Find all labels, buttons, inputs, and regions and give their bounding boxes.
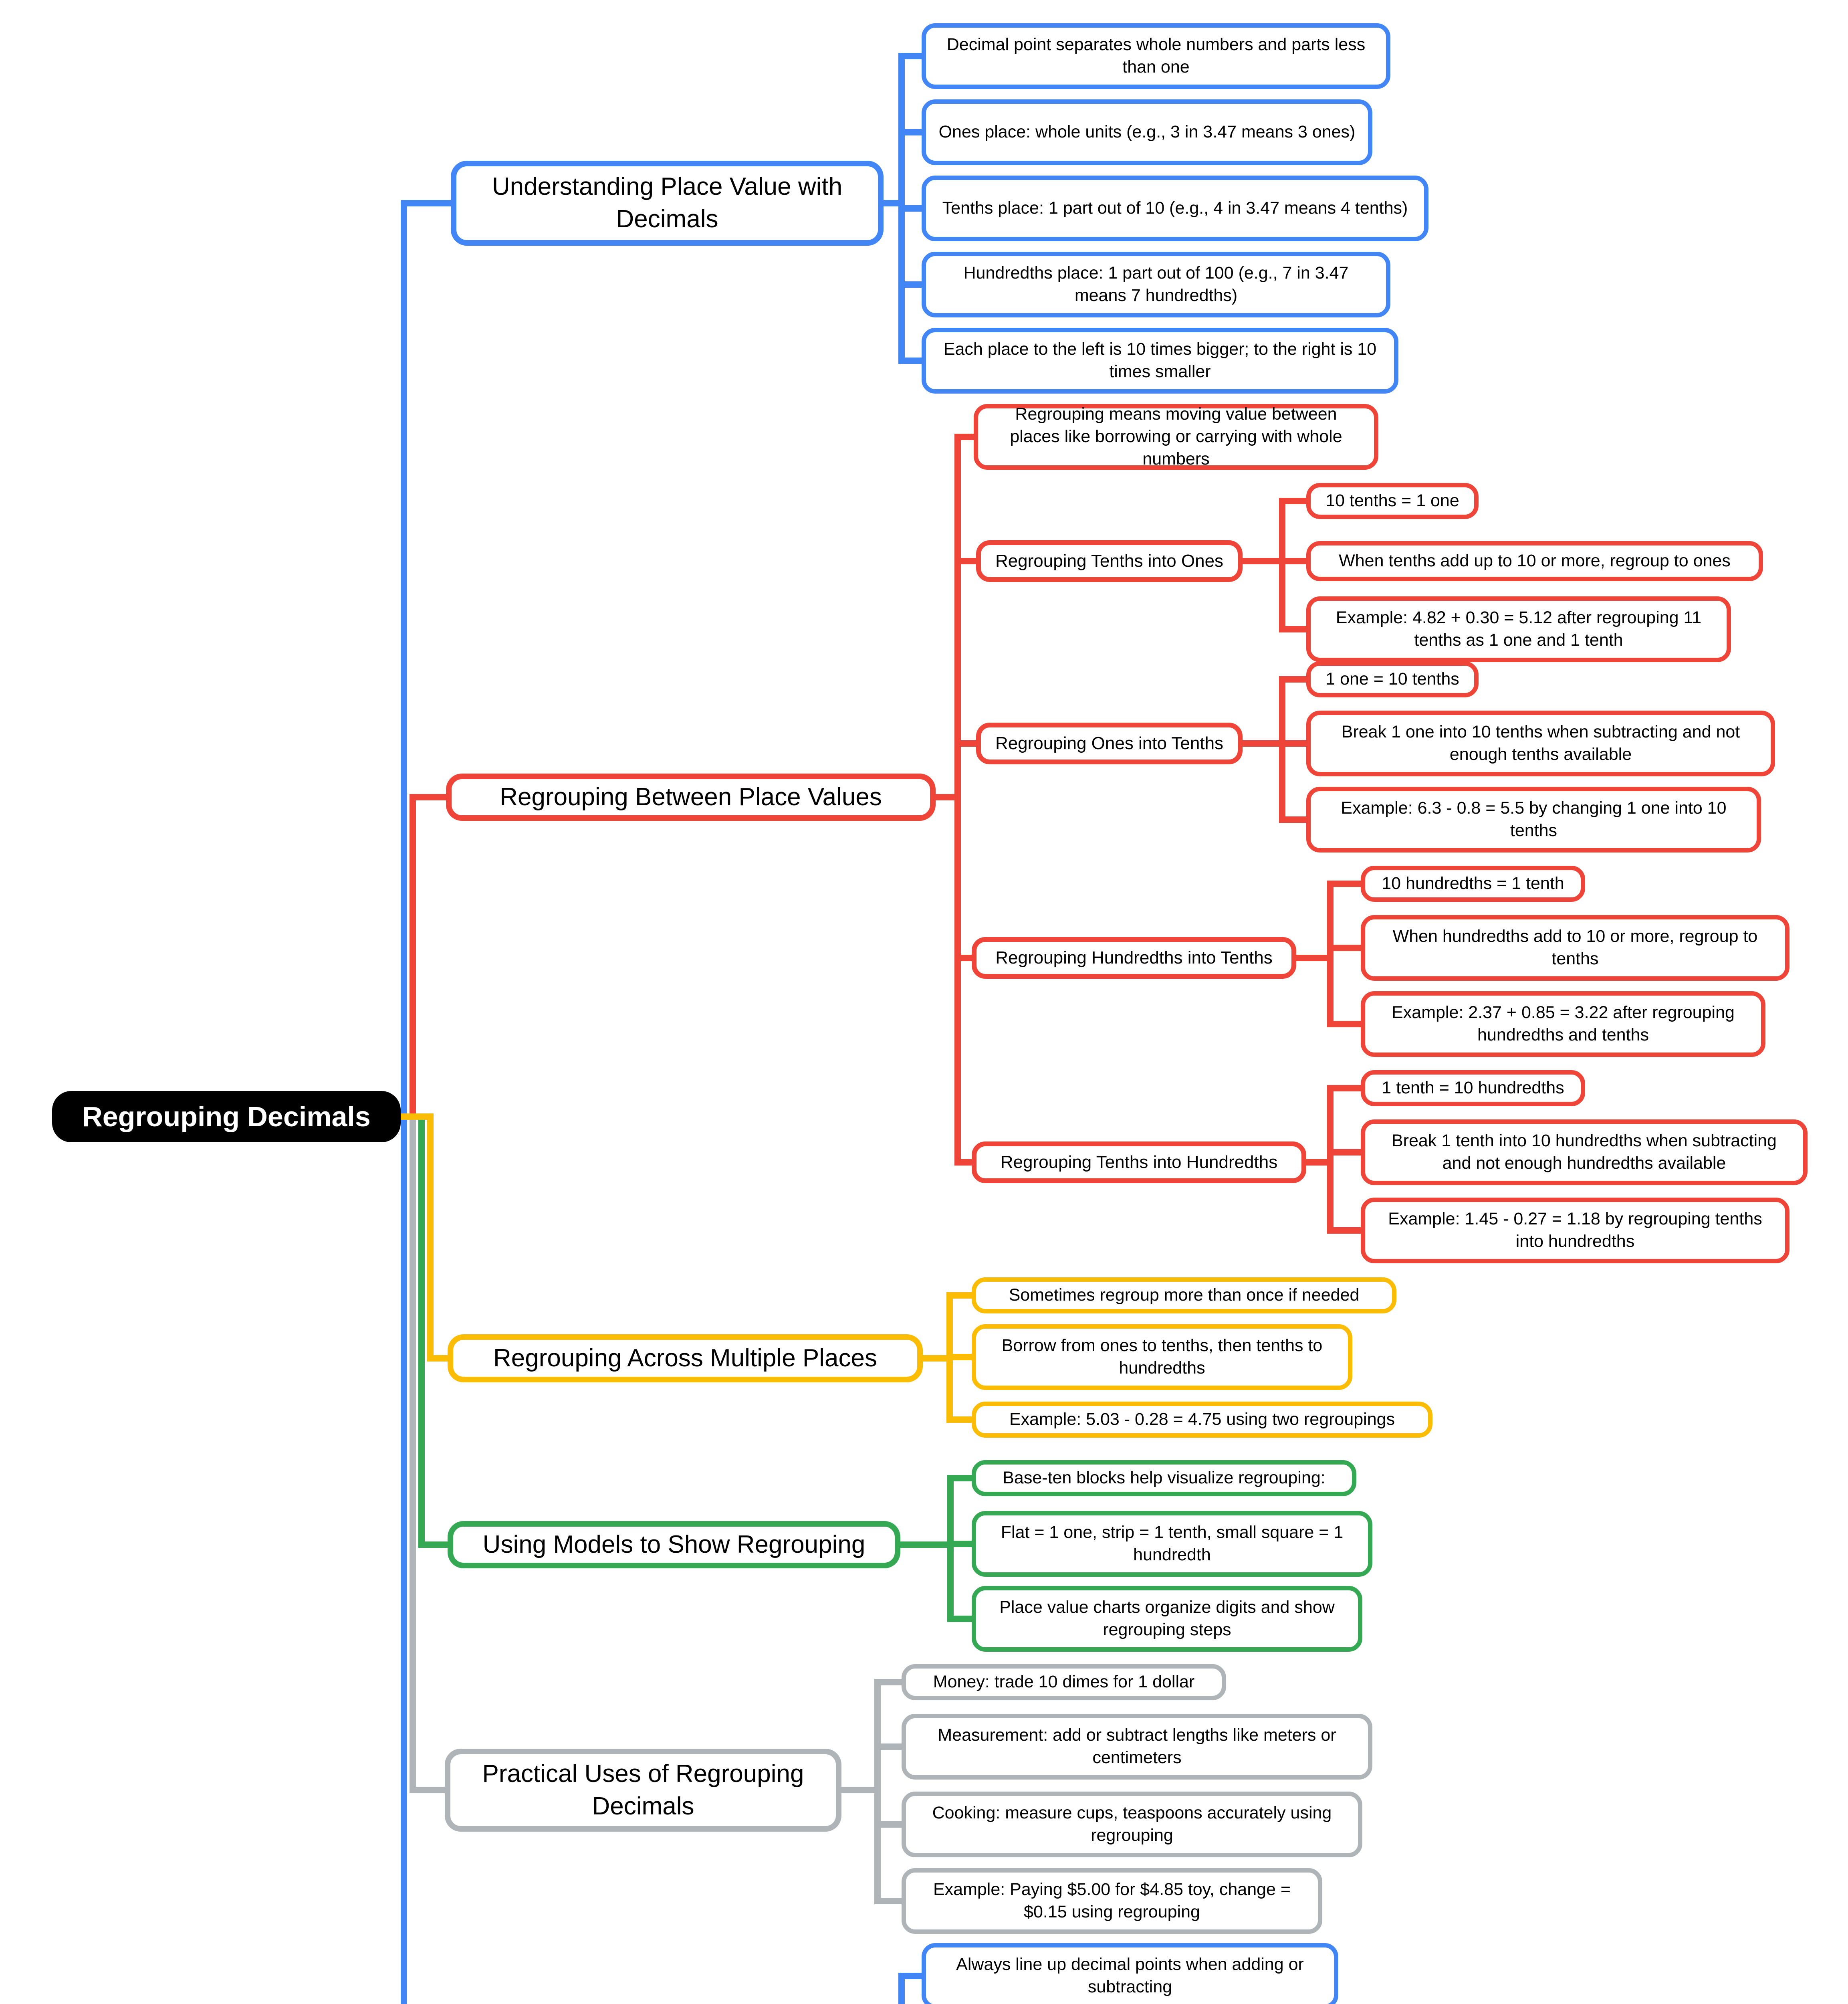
connector <box>936 794 972 961</box>
child-node: Measurement: add or subtract lengths lik… <box>902 1714 1372 1780</box>
subbranch-tenths-into-hundredths: Regrouping Tenths into Hundredths <box>972 1141 1306 1183</box>
child-node: Cooking: measure cups, teaspoons accurat… <box>902 1792 1362 1857</box>
leaf-node: 1 one = 10 tenths <box>1306 661 1479 697</box>
child-node: Regrouping means moving value between pl… <box>974 404 1378 470</box>
leaf-node: Break 1 one into 10 tenths when subtract… <box>1306 711 1775 776</box>
connector <box>900 1541 972 1622</box>
connector <box>841 1787 902 1828</box>
subbranch-hundredths-into-tenths: Regrouping Hundredths into Tenths <box>972 937 1296 979</box>
connector <box>936 794 972 1166</box>
connector <box>923 1355 972 1423</box>
connector <box>884 200 922 364</box>
connector <box>923 1292 972 1362</box>
leaf-node: When hundredths add to 10 or more, regro… <box>1361 915 1789 981</box>
root-node: Regrouping Decimals <box>52 1091 401 1142</box>
leaf-node: When tenths add up to 10 or more, regrou… <box>1306 541 1763 581</box>
subbranch-tenths-into-ones: Regrouping Tenths into Ones <box>976 540 1243 582</box>
connector <box>841 1679 902 1793</box>
branch-using-models: Using Models to Show Regrouping <box>448 1521 900 1568</box>
subbranch-ones-into-tenths: Regrouping Ones into Tenths <box>976 723 1243 764</box>
connector <box>1243 558 1306 632</box>
connector <box>401 1113 448 1548</box>
child-node: Always line up decimal points when addin… <box>922 1943 1338 2004</box>
child-node: Example: 5.03 - 0.28 = 4.75 using two re… <box>972 1402 1432 1438</box>
leaf-node: Example: 1.45 - 0.27 = 1.18 by regroupin… <box>1361 1198 1789 1263</box>
child-node: Tenths place: 1 part out of 10 (e.g., 4 … <box>922 176 1428 241</box>
child-node: Flat = 1 one, strip = 1 tenth, small squ… <box>972 1511 1372 1577</box>
branch-regrouping-across-multiple-places: Regrouping Across Multiple Places <box>448 1334 923 1382</box>
leaf-node: Break 1 tenth into 10 hundredths when su… <box>1361 1119 1808 1185</box>
connector <box>401 200 451 1120</box>
connector <box>1296 955 1361 1027</box>
connector <box>1243 740 1306 823</box>
child-node: Example: Paying $5.00 for $4.85 toy, cha… <box>902 1868 1322 1934</box>
connector <box>841 1743 902 1793</box>
child-node: Money: trade 10 dimes for 1 dollar <box>902 1664 1226 1700</box>
connector <box>401 794 446 1120</box>
child-node: Hundredths place: 1 part out of 100 (e.g… <box>922 252 1390 317</box>
leaf-node: Example: 2.37 + 0.85 = 3.22 after regrou… <box>1361 991 1765 1057</box>
leaf-node: 10 tenths = 1 one <box>1306 483 1479 519</box>
connector <box>1306 1159 1361 1234</box>
connector <box>936 740 976 800</box>
connector <box>1243 498 1306 564</box>
child-node: Place value charts organize digits and s… <box>972 1586 1362 1652</box>
connector <box>1243 676 1306 747</box>
child-node: Base-ten blocks help visualize regroupin… <box>972 1460 1356 1496</box>
connector <box>884 129 922 206</box>
branch-regrouping-between-place-values: Regrouping Between Place Values <box>446 774 936 821</box>
child-node: Ones place: whole units (e.g., 3 in 3.47… <box>922 99 1372 165</box>
branch-understanding-place-value: Understanding Place Value with Decimals <box>451 161 884 246</box>
leaf-node: 10 hundredths = 1 tenth <box>1361 866 1585 902</box>
leaf-node: 1 tenth = 10 hundredths <box>1361 1070 1585 1106</box>
child-node: Borrow from ones to tenths, then tenths … <box>972 1324 1352 1390</box>
child-node: Each place to the left is 10 times bigge… <box>922 328 1398 394</box>
child-node: Decimal point separates whole numbers an… <box>922 23 1390 89</box>
connector <box>401 1113 448 1362</box>
connector <box>900 1475 972 1548</box>
leaf-node: Example: 4.82 + 0.30 = 5.12 after regrou… <box>1306 596 1731 662</box>
leaf-node: Example: 6.3 - 0.8 = 5.5 by changing 1 o… <box>1306 787 1761 853</box>
branch-practical-uses: Practical Uses of Regrouping Decimals <box>445 1749 841 1832</box>
connector <box>841 1787 902 1904</box>
child-node: Sometimes regroup more than once if need… <box>972 1277 1396 1313</box>
connector <box>898 1973 922 2004</box>
